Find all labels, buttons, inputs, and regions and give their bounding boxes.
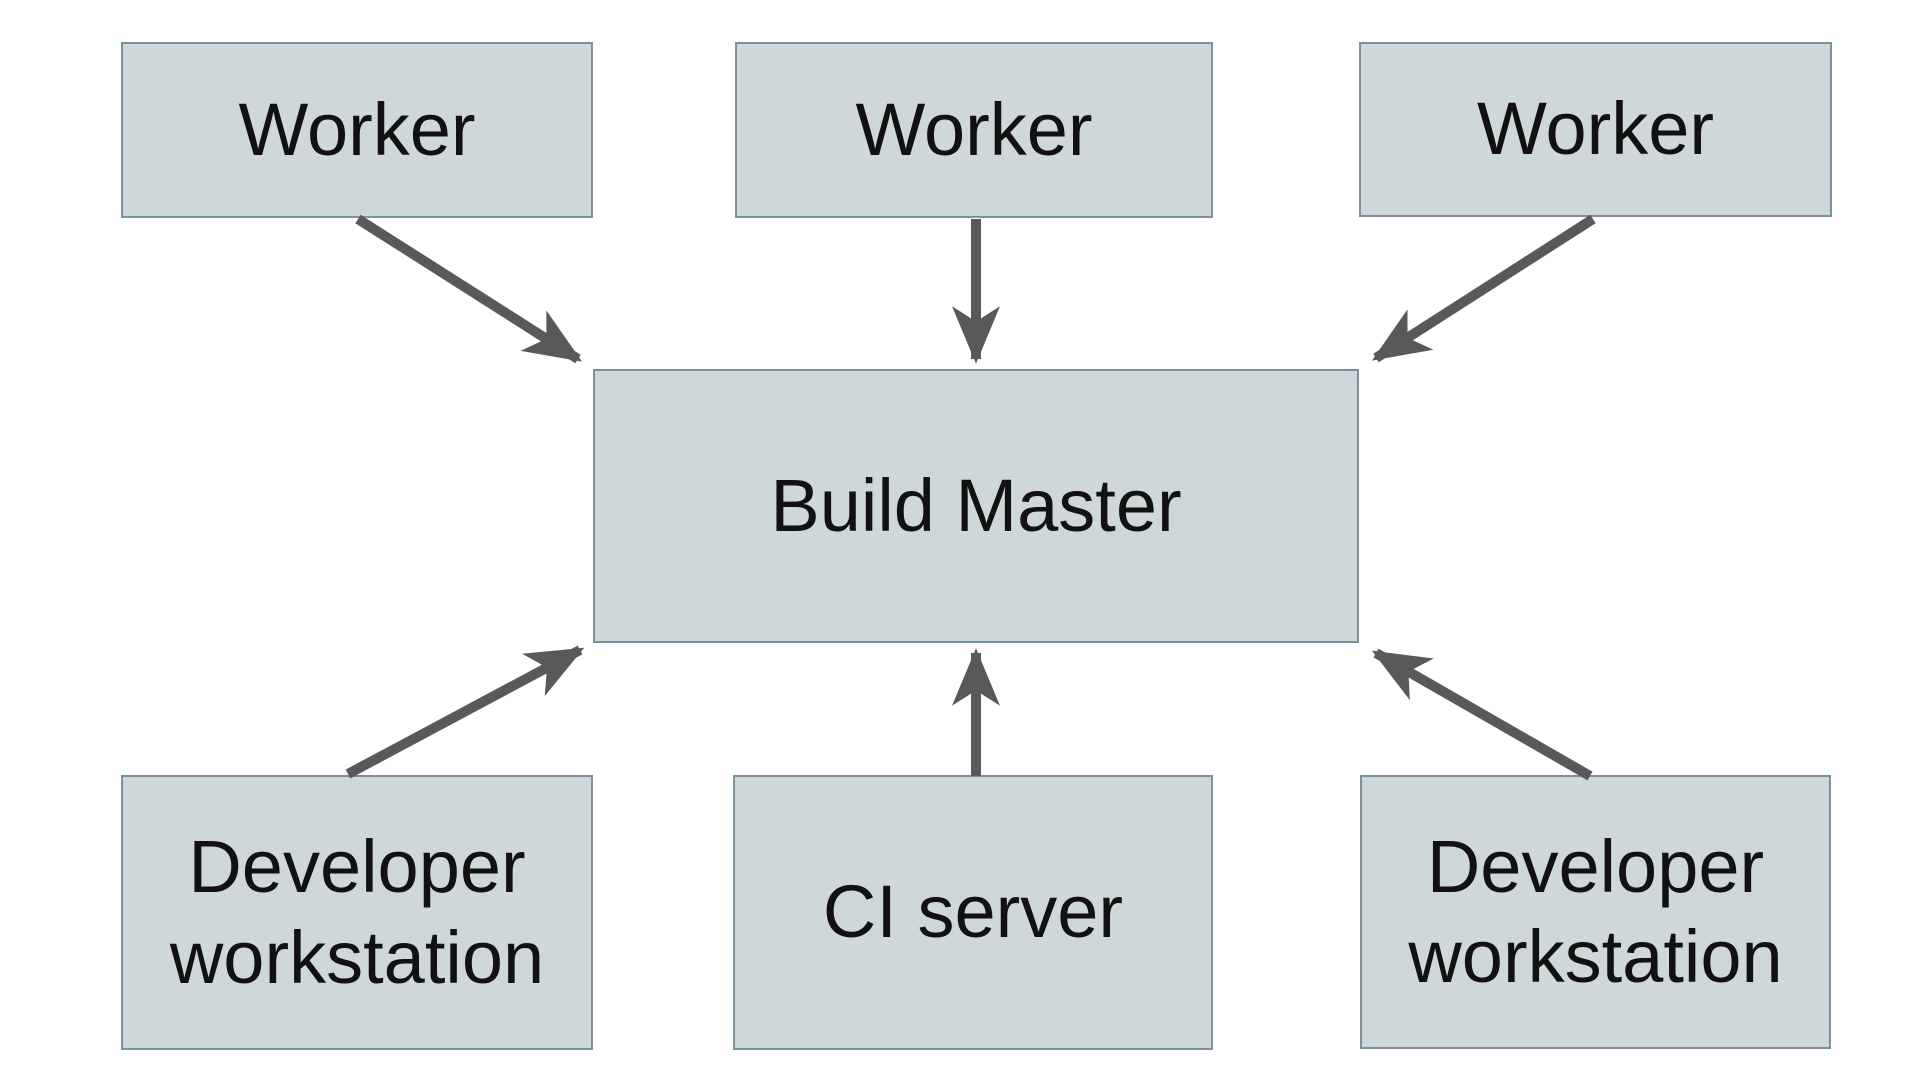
node-worker-1-label: Worker	[238, 87, 476, 171]
arrow-dev-left-to-build-master	[345, 645, 585, 779]
node-build-master: Build Master	[593, 369, 1359, 643]
node-developer-workstation-right: Developer workstation	[1360, 775, 1831, 1049]
node-worker-3-label: Worker	[1476, 87, 1715, 171]
arrow-worker-3-to-build-master	[1371, 214, 1596, 363]
arrow-dev-right-to-build-master	[1371, 648, 1593, 781]
node-worker-1: Worker	[121, 42, 593, 218]
arrow-worker-1-to-build-master	[355, 214, 583, 364]
node-developer-workstation-left: Developer workstation	[121, 775, 593, 1050]
node-ci-server: CI server	[733, 775, 1213, 1050]
node-worker-3: Worker	[1359, 42, 1832, 217]
node-worker-2-label: Worker	[855, 87, 1093, 171]
node-worker-2: Worker	[735, 42, 1213, 218]
node-build-master-label: Build Master	[770, 463, 1182, 547]
node-ci-server-label: CI server	[822, 870, 1124, 954]
node-developer-workstation-left-label: Developer workstation	[169, 825, 545, 999]
node-developer-workstation-right-label: Developer workstation	[1408, 824, 1783, 998]
